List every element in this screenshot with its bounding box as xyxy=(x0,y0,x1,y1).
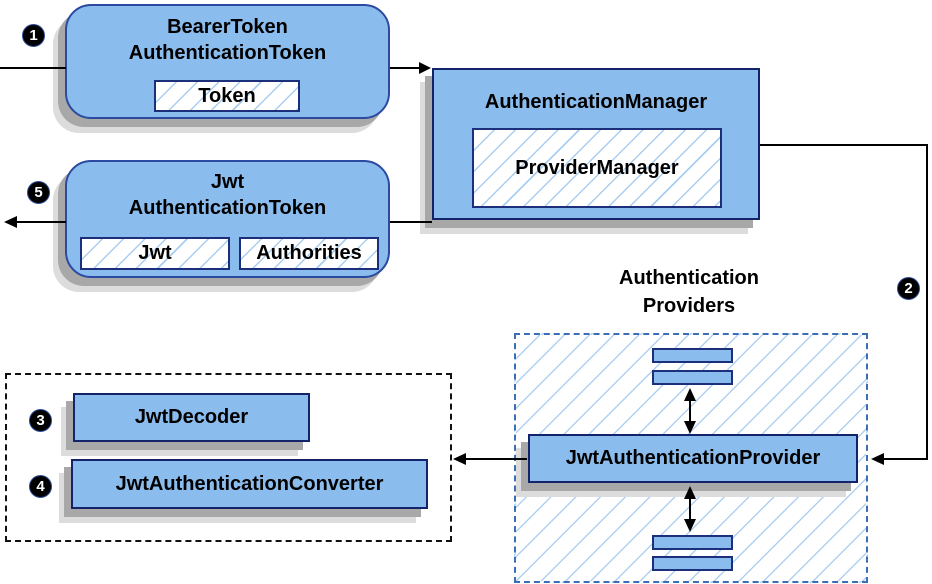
node-title-line: AuthenticationToken xyxy=(128,42,327,64)
jwt-authentication-converter-label: JwtAuthenticationConverter xyxy=(115,472,384,495)
step-1-badge: 1 xyxy=(22,24,45,47)
field-token-label: Token xyxy=(198,84,256,107)
node-jwt-decoder: JwtDecoder xyxy=(73,393,310,442)
step-3-badge: 3 xyxy=(29,409,52,432)
providers-region-label-line: Authentication xyxy=(619,267,759,289)
field-token: Token xyxy=(154,80,300,112)
provider-placeholder-bar xyxy=(652,348,733,363)
jwt-components-group: JwtDecoder JwtAuthenticationConverter xyxy=(5,373,452,542)
field-authorities: Authorities xyxy=(239,237,379,270)
step-2-badge: 2 xyxy=(897,277,920,300)
step-4-badge: 4 xyxy=(29,475,52,498)
provider-placeholder-bar xyxy=(652,370,733,385)
field-provider-manager: ProviderManager xyxy=(472,128,722,208)
node-jwt-authentication-provider: JwtAuthenticationProvider xyxy=(528,434,858,483)
field-authorities-label: Authorities xyxy=(256,242,362,264)
step-5-badge: 5 xyxy=(27,181,50,204)
node-title-line: BearerToken xyxy=(167,16,288,38)
node-title-line: AuthenticationToken xyxy=(128,197,327,219)
provider-placeholder-bar xyxy=(652,556,733,571)
authentication-manager-title: AuthenticationManager xyxy=(484,91,708,113)
arrowhead-jwt-token-out xyxy=(4,216,17,228)
providers-region: JwtAuthenticationProvider xyxy=(514,333,868,583)
field-jwt: Jwt xyxy=(80,237,230,270)
arrowhead-provider-to-group xyxy=(453,453,466,465)
node-authentication-manager: AuthenticationManager ProviderManager xyxy=(432,68,760,220)
providers-region-label: Authentication Providers xyxy=(564,264,814,320)
provider-placeholder-bar xyxy=(652,535,733,550)
arrowhead-manager-to-provider xyxy=(871,453,884,465)
arrowhead-bearer-to-manager xyxy=(419,62,431,74)
node-jwt-authentication-converter: JwtAuthenticationConverter xyxy=(71,459,428,509)
jwt-decoder-label: JwtDecoder xyxy=(134,406,249,428)
field-provider-manager-label: ProviderManager xyxy=(515,156,679,179)
jwt-authentication-provider-label: JwtAuthenticationProvider xyxy=(565,447,821,469)
node-title-line: Jwt xyxy=(210,171,245,193)
field-jwt-label: Jwt xyxy=(138,242,172,264)
providers-region-label-line: Providers xyxy=(642,295,736,317)
node-jwt-authentication-token: Jwt AuthenticationToken Jwt Authorities xyxy=(65,160,390,278)
node-bearer-token-authentication-token: BearerToken AuthenticationToken Token xyxy=(65,4,390,119)
